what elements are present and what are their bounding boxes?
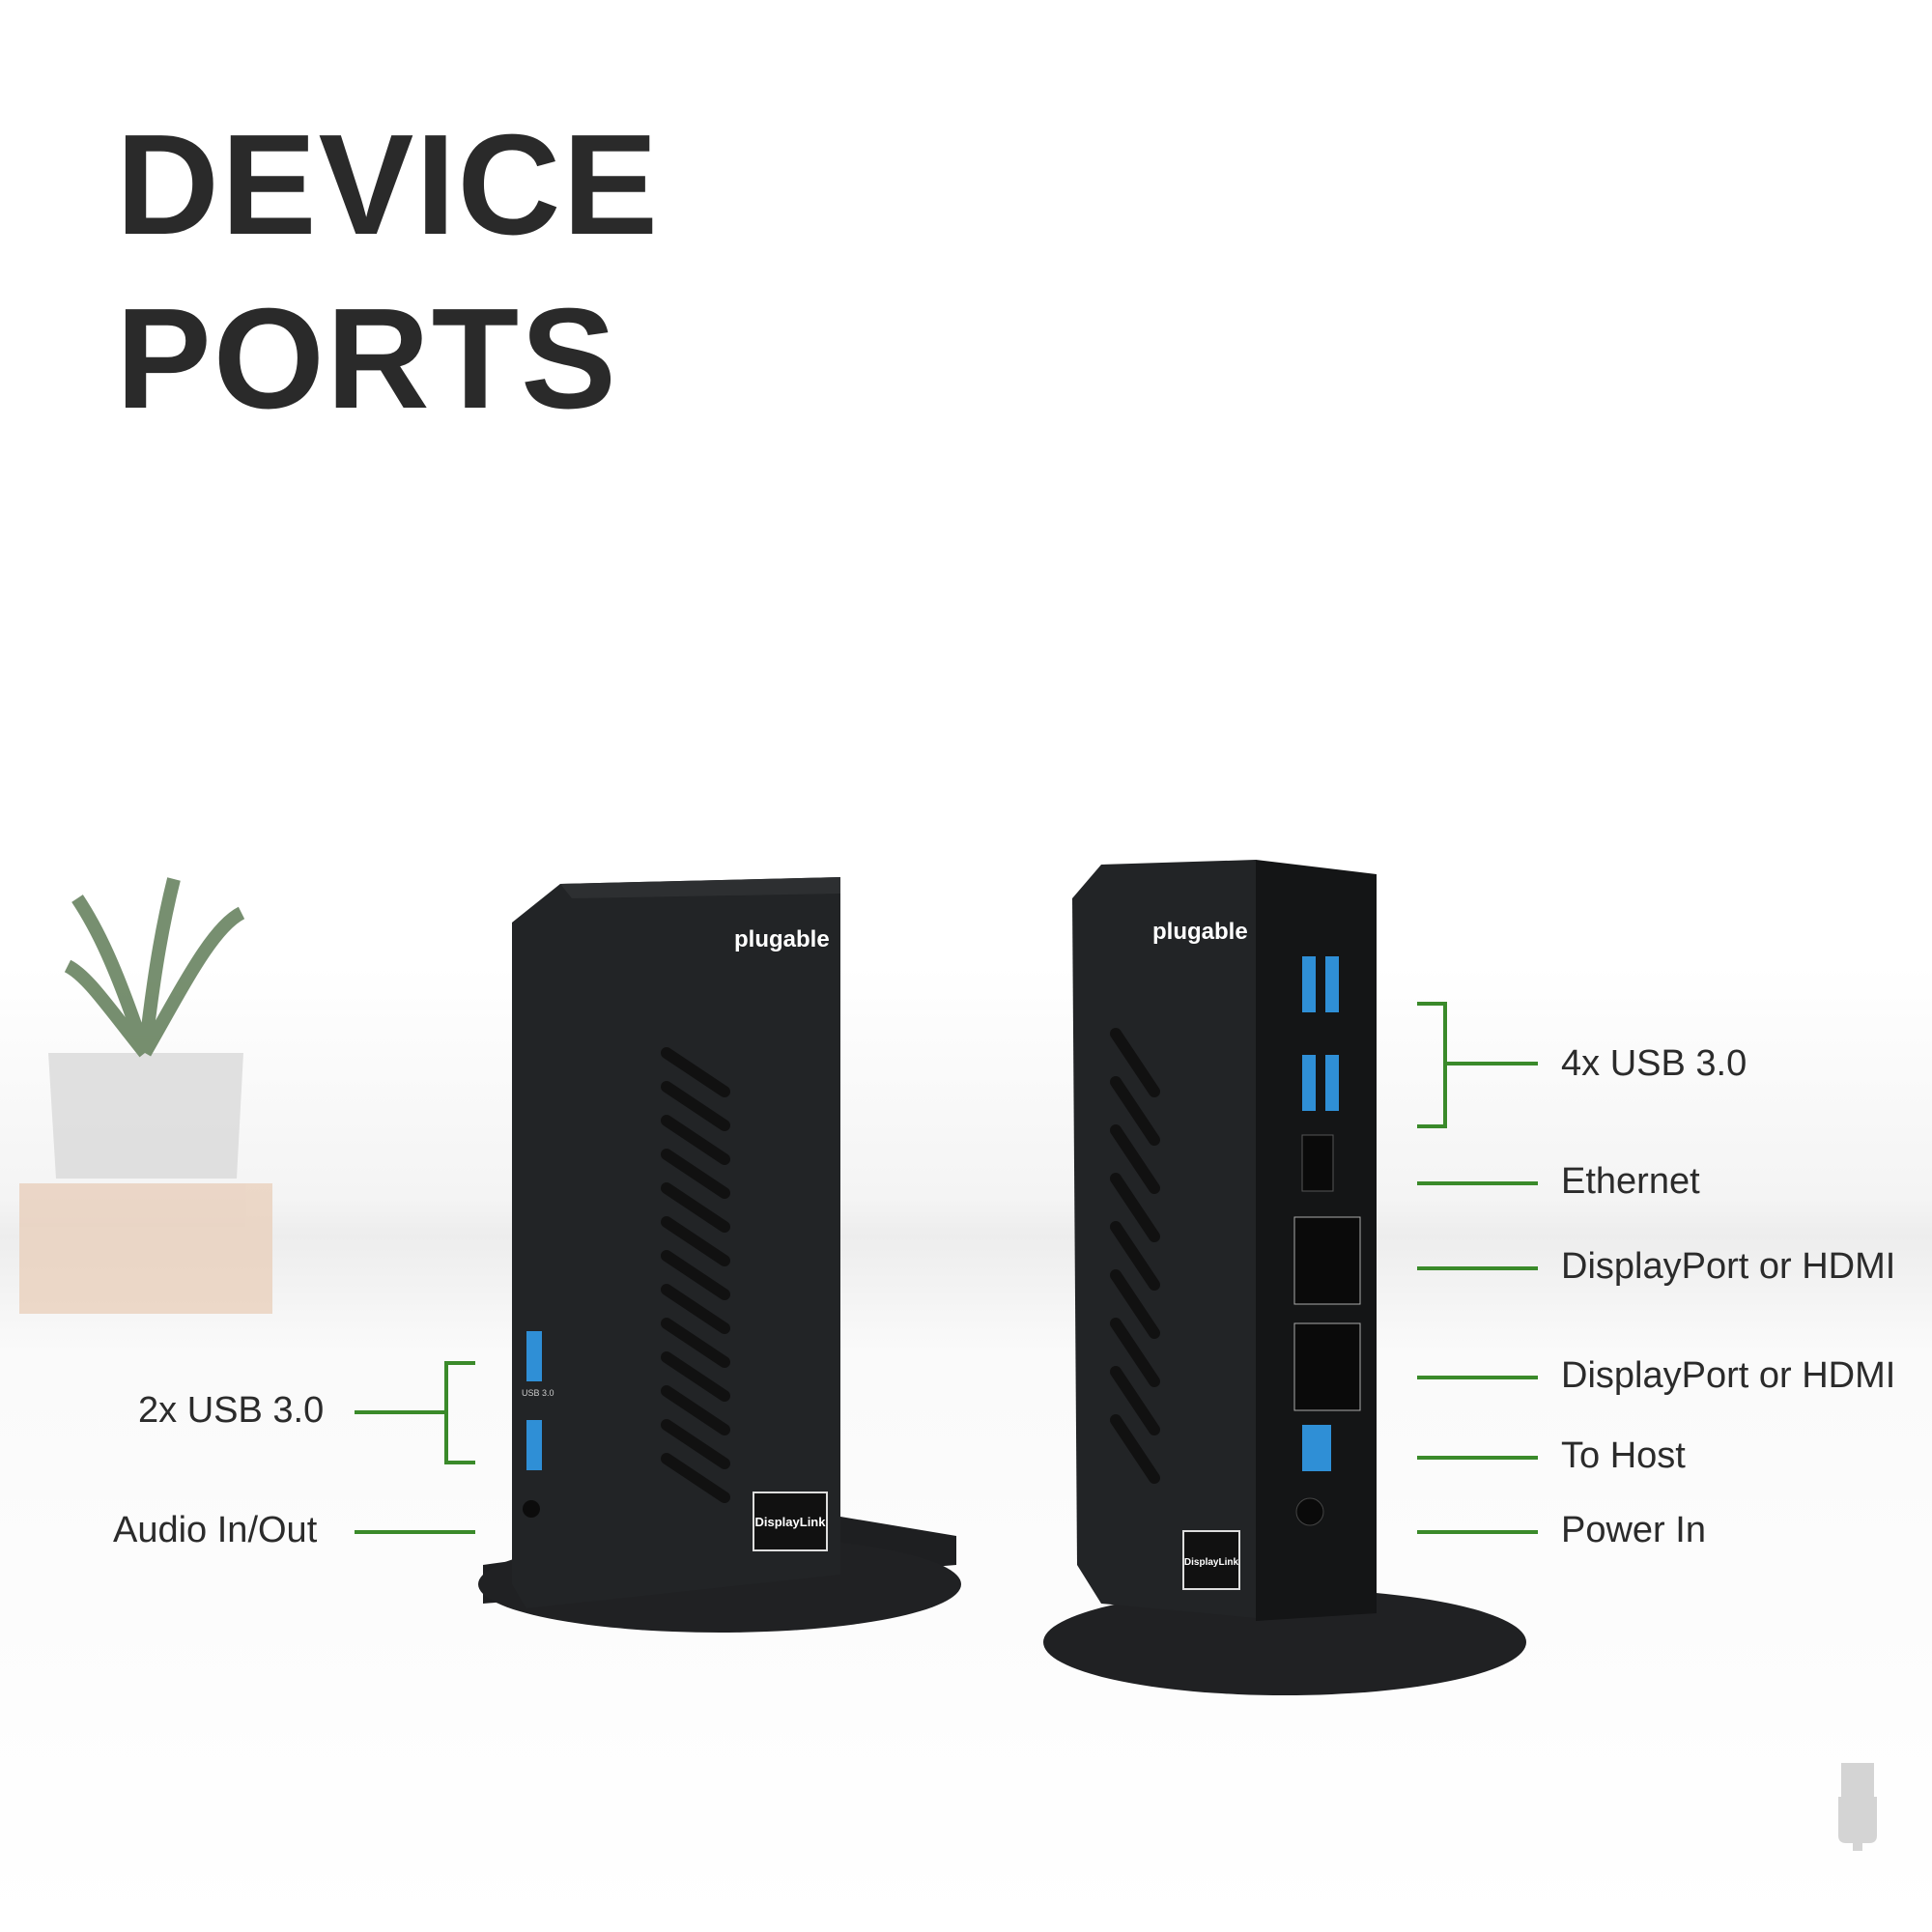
- leader-line-display2: [1417, 1376, 1538, 1379]
- leader-line-ethernet: [1417, 1181, 1538, 1185]
- plant-decoration: [19, 877, 272, 1314]
- label-4x-usb: 4x USB 3.0: [1561, 1043, 1747, 1084]
- displaylink-badge-text: DisplayLink: [755, 1515, 827, 1529]
- leader-line-power: [1417, 1530, 1538, 1534]
- leader-line-audio: [355, 1530, 475, 1534]
- page-title-line2: PORTS: [116, 279, 618, 439]
- left-bracket-top: [444, 1361, 475, 1365]
- brand-logo: plugable: [734, 926, 830, 952]
- leader-line-left-usb: [355, 1410, 446, 1414]
- leader-line-usb: [1443, 1062, 1538, 1065]
- left-bracket-bottom: [444, 1461, 475, 1464]
- label-display-2: DisplayPort or HDMI: [1561, 1355, 1896, 1396]
- leader-line-host: [1417, 1456, 1538, 1460]
- label-2x-usb: 2x USB 3.0: [138, 1390, 325, 1431]
- page-title-line1: DEVICE: [116, 105, 661, 265]
- label-display-1: DisplayPort or HDMI: [1561, 1246, 1896, 1287]
- displaylink-badge: [753, 1492, 828, 1551]
- label-power-in: Power In: [1561, 1510, 1706, 1550]
- brand-logo-right: plugable: [1152, 919, 1248, 945]
- right-device: DisplayLink plugable: [1043, 860, 1526, 1695]
- label-to-host: To Host: [1561, 1435, 1686, 1476]
- displaylink-badge-text-right: DisplayLink: [1184, 1557, 1239, 1568]
- label-audio: Audio In/Out: [113, 1510, 318, 1550]
- bracket-bottom: [1417, 1124, 1447, 1128]
- port-label: USB 3.0: [522, 1388, 554, 1398]
- usb-plug-icon: [1838, 1763, 1877, 1851]
- label-ethernet: Ethernet: [1561, 1161, 1700, 1202]
- leader-line-display1: [1417, 1266, 1538, 1270]
- left-usb-bracket: [444, 1361, 448, 1463]
- left-device: USB 3.0 DisplayLink plugable: [478, 877, 961, 1633]
- bracket-top: [1417, 1002, 1447, 1006]
